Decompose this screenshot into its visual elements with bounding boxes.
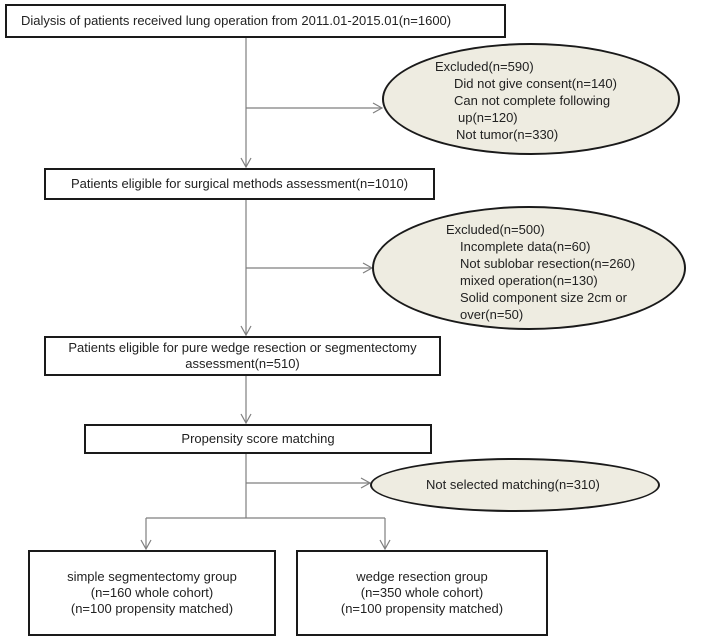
excluded-590-item: up(n=120): [458, 110, 518, 125]
excluded-500-item: mixed operation(n=130): [460, 273, 598, 288]
excluded-590-item: Did not give consent(n=140): [454, 76, 617, 91]
propensity-box: Propensity score matching: [84, 424, 432, 454]
excluded-590-ellipse: Excluded(n=590) Did not give consent(n=1…: [382, 43, 680, 155]
not-selected-text: Not selected matching(n=310): [426, 477, 600, 492]
wedge-line1: wedge resection group: [356, 569, 488, 584]
dialysis-box: Dialysis of patients received lung opera…: [5, 4, 506, 38]
excluded-500-item: Incomplete data(n=60): [460, 239, 591, 254]
wedge-line3: (n=100 propensity matched): [340, 601, 504, 616]
dialysis-text: Dialysis of patients received lung opera…: [21, 13, 452, 28]
excluded-590-item: Can not complete following: [454, 93, 611, 108]
excluded-590-item: Not tumor(n=330): [456, 127, 559, 142]
segmentectomy-group-box: simple segmentectomy group (n=160 whole …: [28, 550, 276, 636]
segmentectomy-line1: simple segmentectomy group: [67, 569, 237, 584]
wedge-line2: (n=350 whole cohort): [360, 585, 484, 600]
not-selected-ellipse: Not selected matching(n=310): [370, 458, 660, 512]
wedge-group-box: wedge resection group (n=350 whole cohor…: [296, 550, 548, 636]
excluded-500-item: Not sublobar resection(n=260): [460, 256, 636, 271]
eligible-wedge-text-line2: assessment(n=510): [185, 356, 300, 371]
excluded-500-item: over(n=50): [460, 307, 524, 322]
excluded-500-title: Excluded(n=500): [446, 222, 545, 237]
excluded-500-ellipse: Excluded(n=500) Incomplete data(n=60) No…: [372, 206, 686, 330]
eligible-surgical-text: Patients eligible for surgical methods a…: [70, 176, 409, 191]
eligible-wedge-text-line1: Patients eligible for pure wedge resecti…: [68, 340, 417, 355]
segmentectomy-line2: (n=160 whole cohort): [90, 585, 214, 600]
eligible-surgical-box: Patients eligible for surgical methods a…: [44, 168, 435, 200]
excluded-500-item: Solid component size 2cm or: [460, 290, 627, 305]
eligible-wedge-box: Patients eligible for pure wedge resecti…: [44, 336, 441, 376]
segmentectomy-line3: (n=100 propensity matched): [70, 601, 234, 616]
propensity-text: Propensity score matching: [181, 431, 335, 446]
excluded-590-title: Excluded(n=590): [435, 59, 534, 74]
